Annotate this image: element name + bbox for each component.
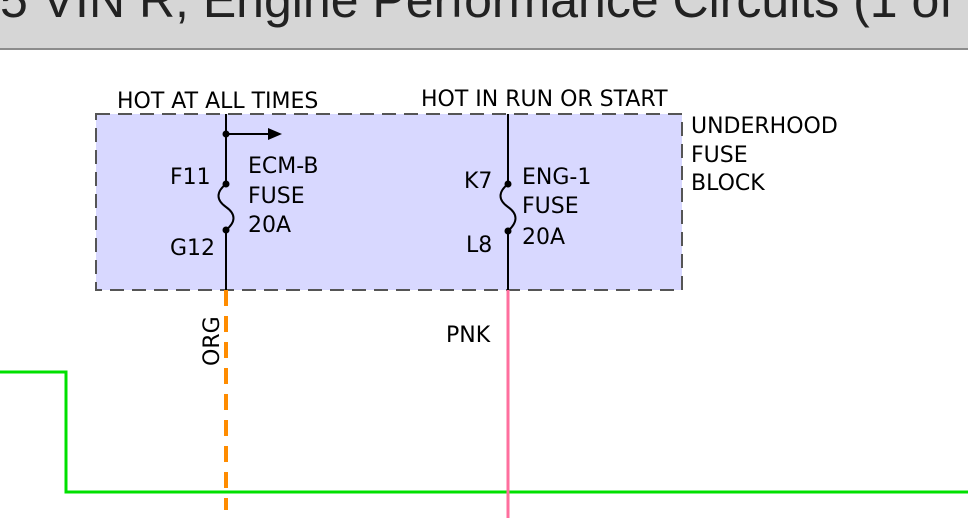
org-wire-label: ORG xyxy=(200,316,225,366)
diagram-title-bar: 5 VIN R, Engine Performance Circuits (1 … xyxy=(0,0,968,50)
ecm-b-fuse-name: ECM-B xyxy=(248,154,319,179)
hot-in-run-or-start-label: HOT IN RUN OR START xyxy=(421,87,668,112)
diagram-title: 5 VIN R, Engine Performance Circuits (1 … xyxy=(0,0,968,28)
eng-1-pin-bottom-label: L8 xyxy=(466,233,492,258)
fuse-block-label-line1: UNDERHOOD xyxy=(691,114,838,139)
ecm-b-branch-arrow xyxy=(268,128,282,140)
eng-1-pin-top-label: K7 xyxy=(464,169,492,194)
eng-1-fuse-name: ENG-1 xyxy=(522,165,591,190)
fuse-block-label-line3: BLOCK xyxy=(691,171,765,196)
ecm-b-pin-top-label: F11 xyxy=(170,165,211,190)
eng-1-fuse-type: FUSE xyxy=(522,194,579,219)
eng-1-fuse-rating: 20A xyxy=(522,225,565,250)
pnk-wire-label: PNK xyxy=(446,323,491,348)
ecm-b-pin-bottom-label: G12 xyxy=(170,236,215,261)
ecm-b-fuse-rating: 20A xyxy=(248,213,291,238)
hot-at-all-times-label: HOT AT ALL TIMES xyxy=(117,89,318,114)
eng-1-fuse-element xyxy=(499,183,517,232)
green-wire xyxy=(0,370,968,494)
underhood-fuse-block xyxy=(95,113,683,291)
ecm-b-fuse-type: FUSE xyxy=(248,184,305,209)
ecm-b-fuse-element xyxy=(217,183,235,231)
fuse-block-label-line2: FUSE xyxy=(691,143,748,168)
